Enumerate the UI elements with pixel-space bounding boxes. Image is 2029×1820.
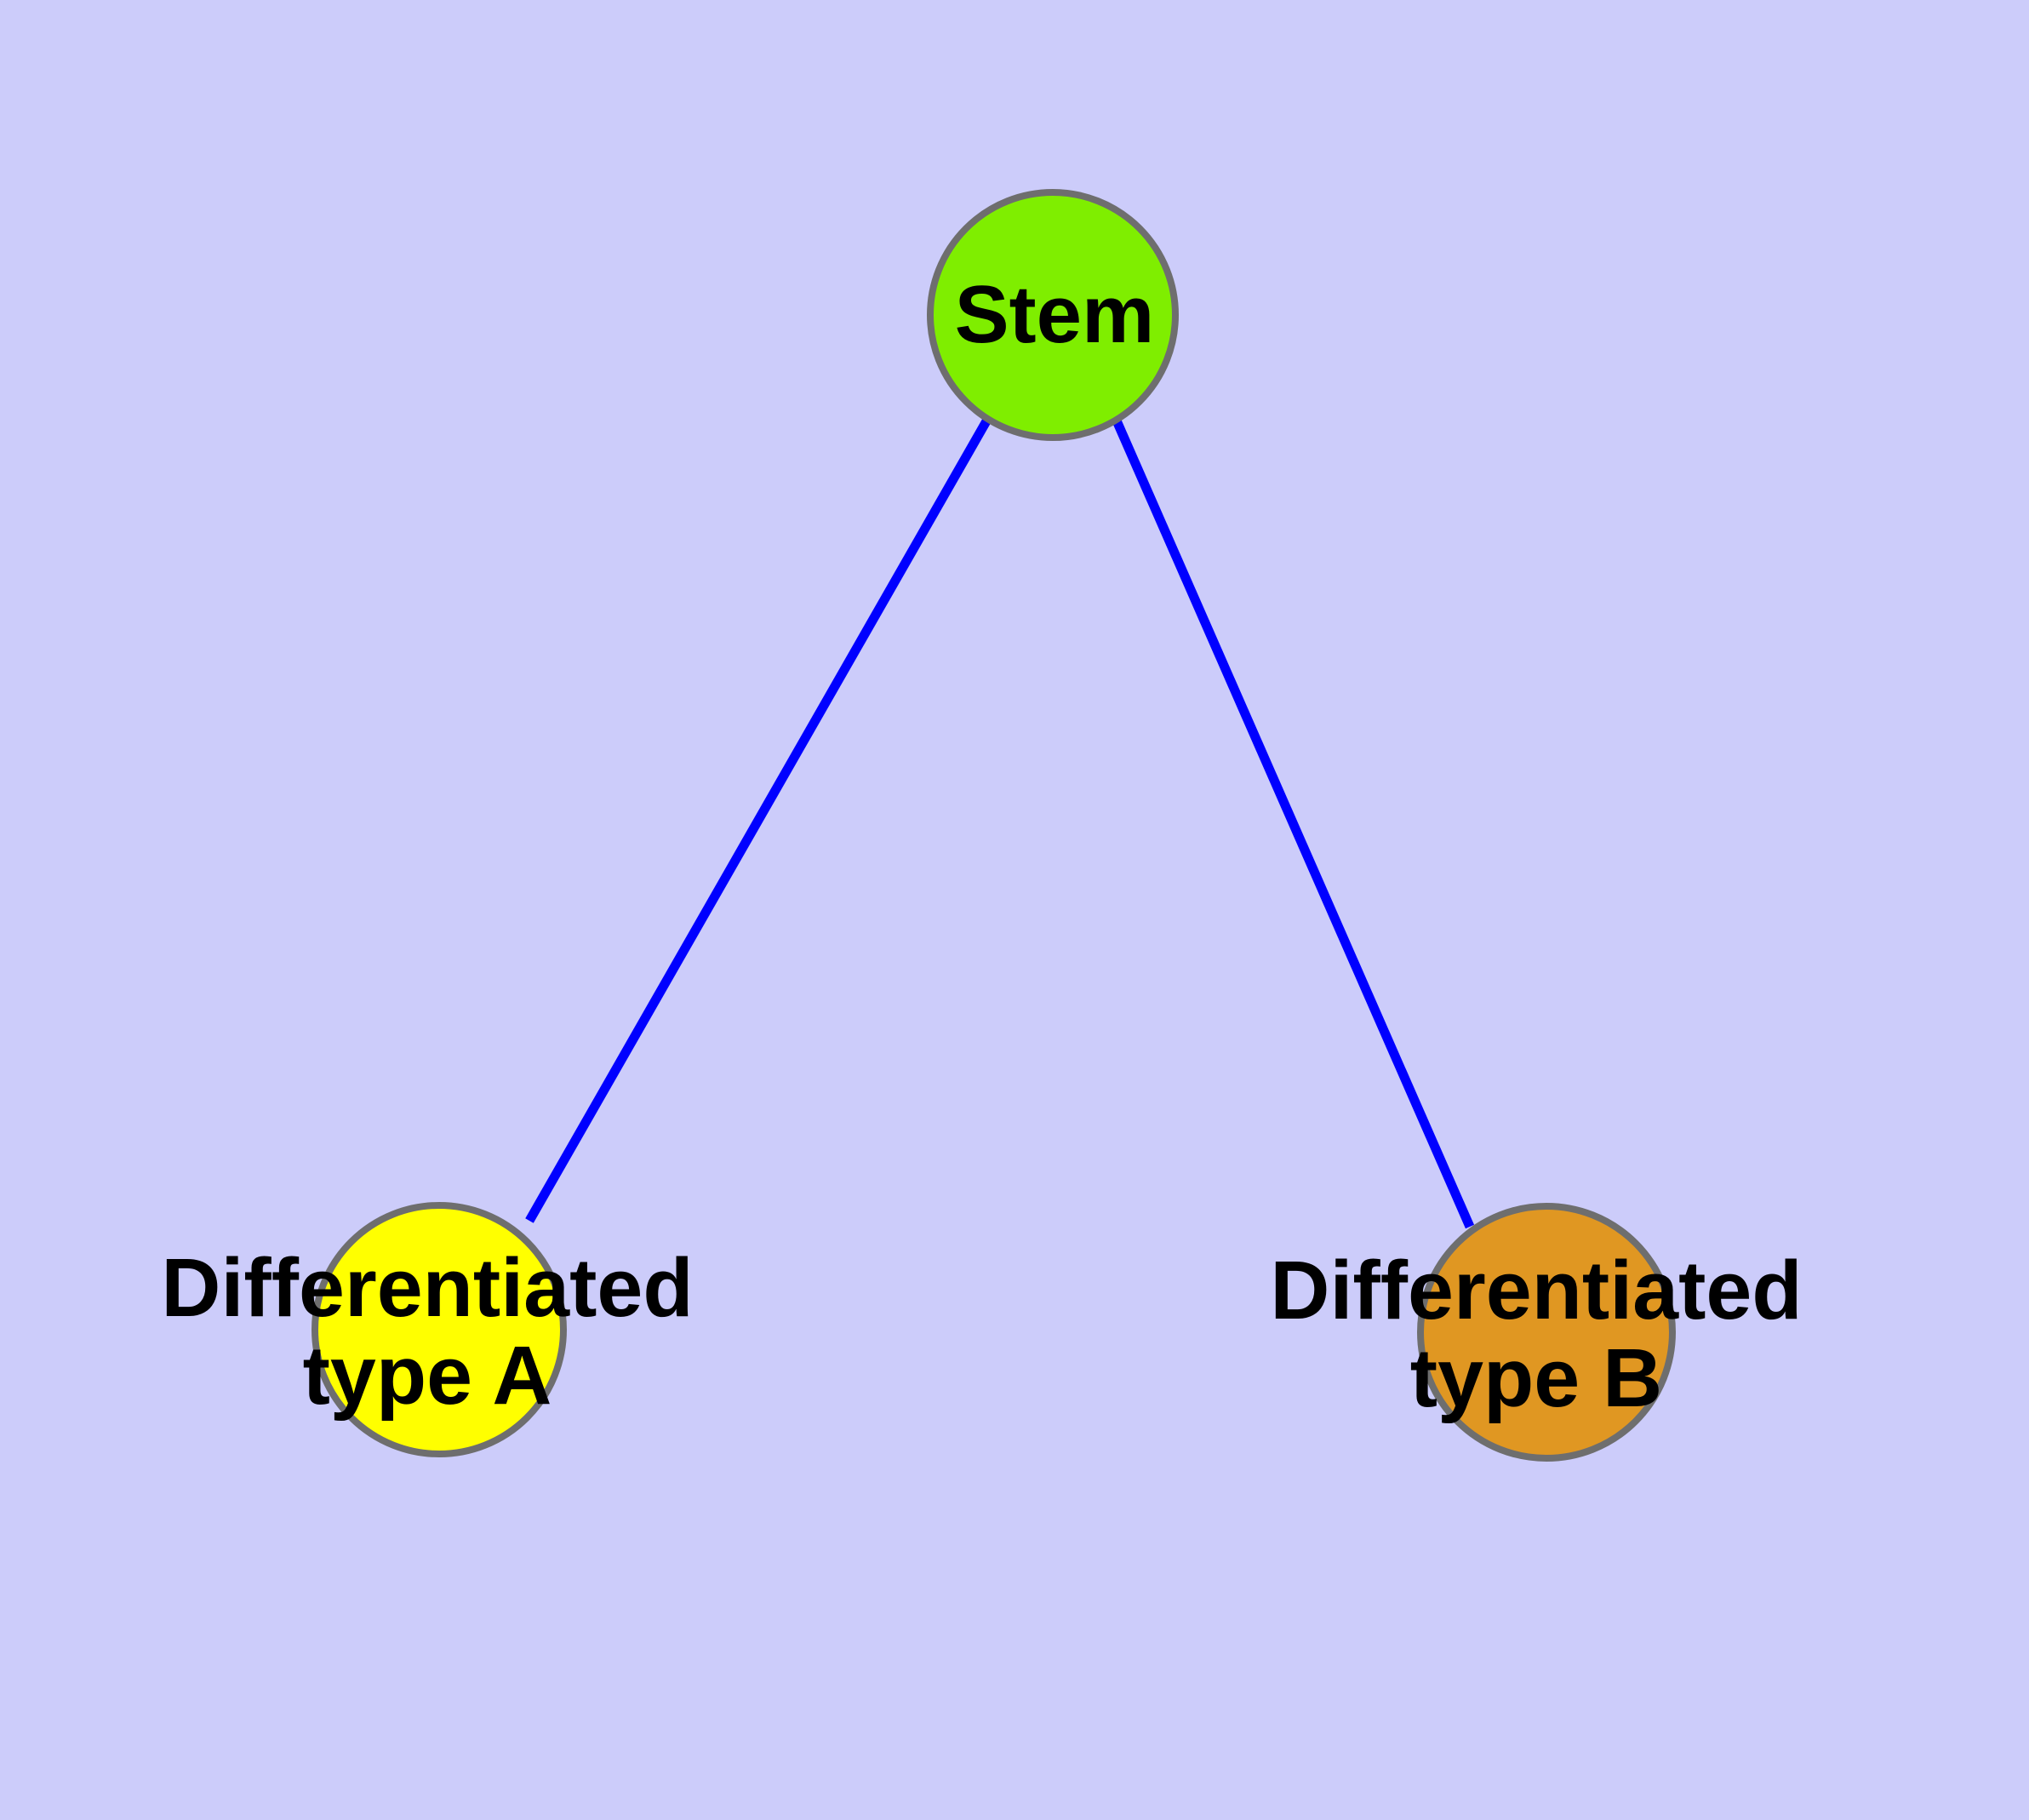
node-layer — [311, 189, 1676, 1462]
node-differentiated-type-a[interactable] — [311, 1202, 567, 1457]
node-stem[interactable] — [927, 189, 1179, 441]
edge-stem-to-type-a[interactable] — [525, 417, 992, 1223]
node-differentiated-type-b[interactable] — [1417, 1203, 1676, 1462]
edge-layer — [525, 416, 1475, 1229]
edge-stem-to-type-b[interactable] — [1111, 416, 1475, 1229]
